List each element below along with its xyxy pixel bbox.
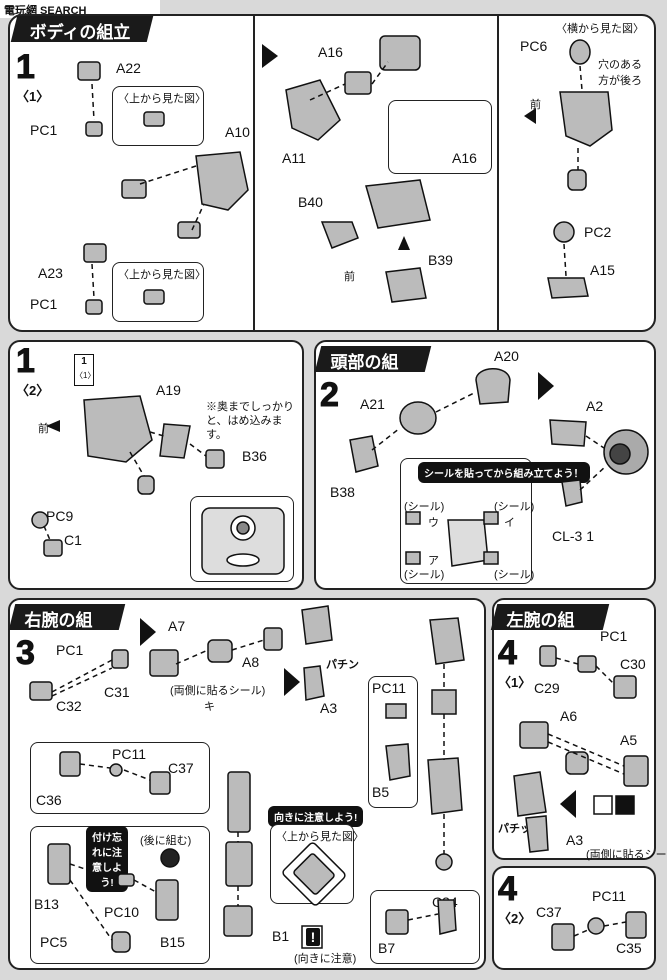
- note-pachin: パチン: [326, 659, 359, 671]
- label-b13: B13: [34, 896, 59, 912]
- svg-text:!: !: [311, 929, 316, 945]
- label-b1: B1: [272, 928, 290, 944]
- label-c31: C31: [104, 684, 130, 700]
- step-4-2: 4 〈2〉: [497, 870, 532, 927]
- label-b40: B40: [298, 194, 323, 210]
- step-sub: 〈1〉: [16, 89, 50, 104]
- note-insert: ※奥までしっかりと、はめ込みます。: [206, 401, 294, 441]
- label-pc11b: PC11: [112, 746, 146, 762]
- label-a10: A10: [225, 124, 250, 140]
- arrow-next-3a: [140, 618, 156, 646]
- ref-box: 1〈1〉: [74, 354, 95, 386]
- note-front-2: 前: [530, 99, 541, 111]
- label-pc1b: PC1: [30, 296, 58, 312]
- label-a5: A5: [620, 732, 638, 748]
- divider: [497, 14, 499, 332]
- note-both-seal-l: (両側に貼るシール): [586, 849, 667, 861]
- note-sticker: シールを貼ってから組み立てよう！: [418, 462, 590, 483]
- sticker-u: ウ: [428, 517, 439, 529]
- note-later: (後に組む): [140, 835, 192, 847]
- label-a3l: A3: [566, 832, 584, 848]
- step-3: 3: [16, 634, 36, 672]
- note-hole-back: 穴のある方が後ろ: [598, 59, 642, 87]
- note-orient: 向きに注意しよう!: [268, 806, 364, 827]
- label-pc1r: PC1: [56, 642, 84, 658]
- label-a19: A19: [156, 382, 181, 398]
- label-a22: A22: [116, 60, 141, 76]
- label-cl3: CL-3 1: [552, 528, 595, 544]
- label-a15: A15: [590, 262, 615, 278]
- label-c35: C35: [616, 940, 642, 956]
- note-front-3: 前: [38, 423, 49, 435]
- arrow-next-2: [538, 372, 554, 400]
- note-top-view-3: 〈上から見た図〉: [276, 831, 364, 843]
- label-a7: A7: [168, 618, 186, 634]
- note-pachi: パチッ: [498, 823, 531, 835]
- note-orientation: (向きに注意): [294, 953, 357, 965]
- note-seal-u: (シール): [404, 501, 445, 513]
- note-seal-u2: (シール): [494, 569, 535, 581]
- label-pc11: PC11: [372, 680, 406, 696]
- note-forget: 付け忘れに注意しよう!: [86, 826, 128, 892]
- label-c37l: C37: [536, 904, 562, 920]
- label-c1: C1: [64, 532, 82, 548]
- parts-drawing-2: [349, 368, 649, 567]
- label-pc2: PC2: [584, 224, 612, 240]
- label-a21: A21: [360, 396, 385, 412]
- note-seal-i: (シール): [494, 501, 535, 513]
- note-front-1: 前: [344, 271, 355, 283]
- label-b36: B36: [242, 448, 267, 464]
- note-top-view-2: 〈上から見た図〉: [118, 269, 206, 281]
- label-a16: A16: [318, 44, 343, 60]
- step-2: 2: [320, 376, 340, 414]
- label-b39: B39: [428, 252, 453, 268]
- callout-back-view: [388, 100, 492, 174]
- arrow-next-4: [560, 790, 576, 818]
- label-a3: A3: [320, 700, 338, 716]
- label-a16b: A16: [452, 150, 477, 166]
- label-c36: C36: [36, 792, 62, 808]
- label-pc10: PC10: [104, 904, 140, 920]
- label-c37: C37: [168, 760, 194, 776]
- parts-drawing-1-2: [31, 395, 285, 575]
- label-a23: A23: [38, 265, 63, 281]
- label-pc6: PC6: [520, 38, 548, 54]
- label-b7: B7: [378, 940, 396, 956]
- label-c32: C32: [56, 698, 82, 714]
- sticker-a: ア: [428, 555, 439, 567]
- label-a6: A6: [560, 708, 578, 724]
- label-a20: A20: [494, 348, 519, 364]
- label-b15: B15: [160, 934, 185, 950]
- step-4-1: 4 〈1〉: [497, 634, 532, 691]
- sticker-i: イ: [504, 517, 515, 529]
- step-1-1: 1 〈1〉: [15, 48, 50, 105]
- step-1-2: 1 〈2〉: [15, 342, 50, 399]
- label-pc1l: PC1: [600, 628, 628, 644]
- label-pc1: PC1: [30, 122, 58, 138]
- step-number: 1: [15, 48, 35, 86]
- callout-pc11: [368, 676, 418, 808]
- label-b5: B5: [372, 784, 390, 800]
- label-a2: A2: [586, 398, 604, 414]
- note-both-seal: (両側に貼るシール): [170, 685, 266, 697]
- divider: [253, 14, 255, 332]
- arrow-next-3b: [284, 668, 300, 696]
- note-top-view-1: 〈上から見た図〉: [118, 93, 206, 105]
- label-b38: B38: [330, 484, 355, 500]
- label-a11: A11: [282, 150, 306, 166]
- label-pc5: PC5: [40, 934, 68, 950]
- arrow-front: [524, 108, 536, 124]
- note-seal-a: (シール): [404, 569, 445, 581]
- sticker-ki: キ: [204, 701, 215, 713]
- label-c30: C30: [620, 656, 646, 672]
- label-pc11l: PC11: [592, 888, 626, 904]
- label-c29: C29: [534, 680, 560, 696]
- label-a8: A8: [242, 654, 260, 670]
- note-side-view: 〈横から見た図〉: [556, 23, 644, 35]
- label-pc9: PC9: [46, 508, 74, 524]
